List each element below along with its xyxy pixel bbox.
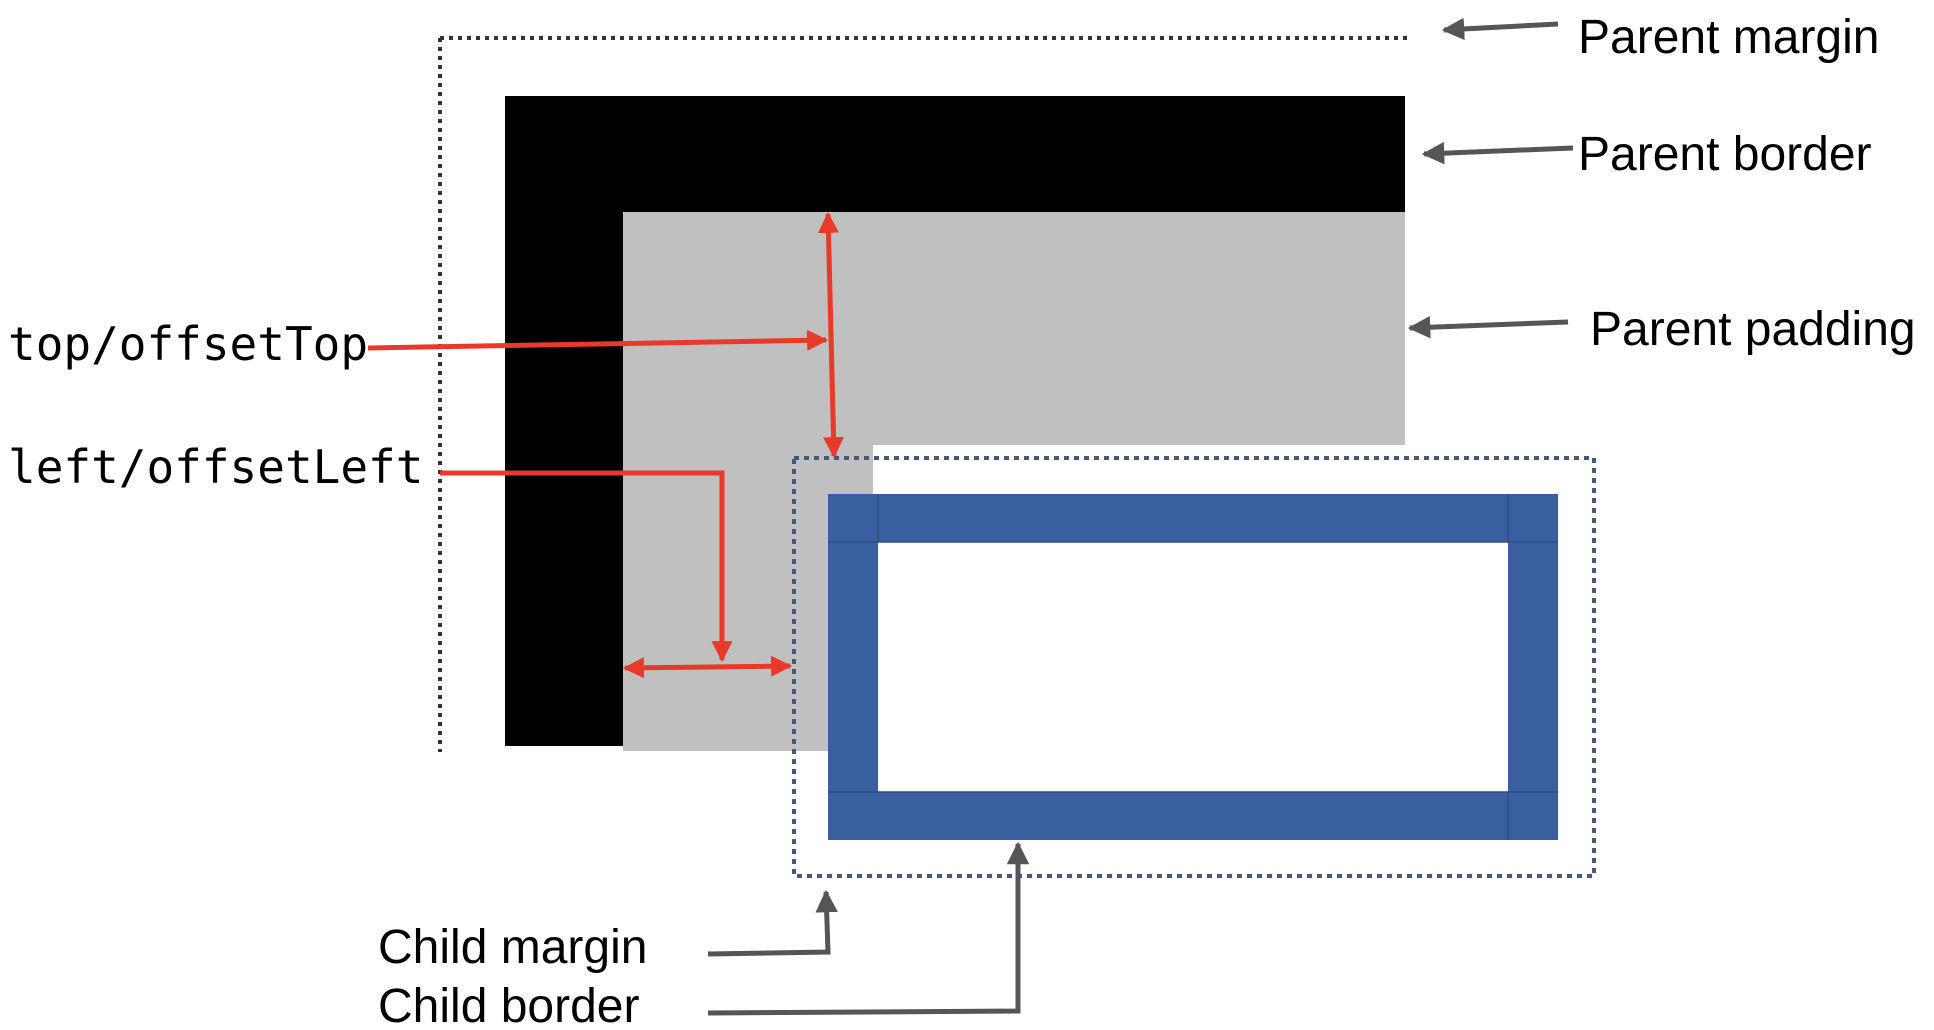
parent-margin-callout-arrow — [1441, 17, 1559, 41]
parent-padding-callout-arrow — [1407, 315, 1569, 339]
top-offset-pointer-arrow — [367, 329, 829, 351]
parent-border-callout-arrow — [1421, 141, 1574, 165]
parent-margin-label: Parent margin — [1578, 11, 1879, 64]
parent-border-label: Parent border — [1578, 128, 1872, 181]
child-margin-label: Child margin — [378, 921, 647, 974]
child-border-label: Child border — [378, 980, 639, 1030]
parent-border-top — [505, 96, 1405, 212]
parent-padding-label: Parent padding — [1590, 303, 1916, 356]
left-offset-label: left/offsetLeft — [8, 440, 423, 494]
top-offset-double-arrow — [817, 211, 845, 459]
parent-margin-outline — [438, 36, 1412, 752]
child-content-area — [830, 496, 1558, 840]
parent-padding-area — [623, 212, 1405, 751]
child-border — [828, 494, 1558, 840]
parent-border-left — [505, 96, 623, 746]
child-border-callout-arrow — [707, 841, 1030, 1016]
left-offset-pointer-arrow — [440, 470, 733, 663]
left-offset-double-arrow — [622, 655, 793, 679]
child-margin-callout-arrow — [707, 889, 838, 957]
top-offset-label: top/offsetTop — [8, 317, 368, 371]
child-margin-outline — [792, 456, 1596, 878]
